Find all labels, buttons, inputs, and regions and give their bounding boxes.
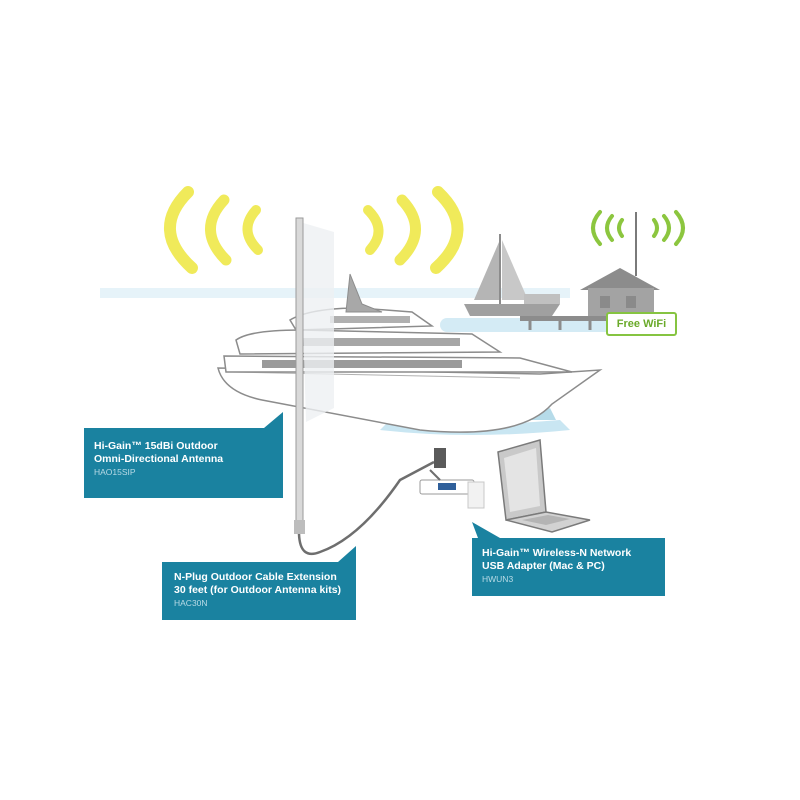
horizon-water (100, 288, 570, 298)
wifi-signal-icon (591, 210, 685, 246)
cable-sku: HAC30N (174, 598, 208, 608)
laptop-icon (497, 439, 591, 533)
adapter-sku: HWUN3 (482, 574, 514, 584)
antenna-sku: HAO15SIP (94, 467, 136, 477)
usb-adapter-icon (419, 448, 485, 509)
antenna-title: Hi-Gain™ 15dBi Outdoor Omni-Directional … (94, 440, 224, 465)
adapter-title: Hi-Gain™ Wireless-N Network USB Adapter … (482, 547, 632, 572)
sailboat-icon (464, 234, 560, 316)
free-wifi-label: Free WiFi (606, 312, 677, 336)
omni-antenna-icon (294, 217, 334, 534)
signal-waves-icon (164, 186, 464, 274)
cable-title: N-Plug Outdoor Cable Extension 30 feet (… (174, 571, 342, 596)
callout-adapter-pointer (472, 522, 500, 538)
cable-icon (297, 460, 435, 556)
callout-adapter: Hi-Gain™ Wireless-N Network USB Adapter … (472, 538, 665, 596)
callout-antenna: Hi-Gain™ 15dBi Outdoor Omni-Directional … (84, 428, 283, 498)
boathouse-icon (520, 212, 660, 330)
callout-cable: N-Plug Outdoor Cable Extension 30 feet (… (162, 562, 356, 620)
